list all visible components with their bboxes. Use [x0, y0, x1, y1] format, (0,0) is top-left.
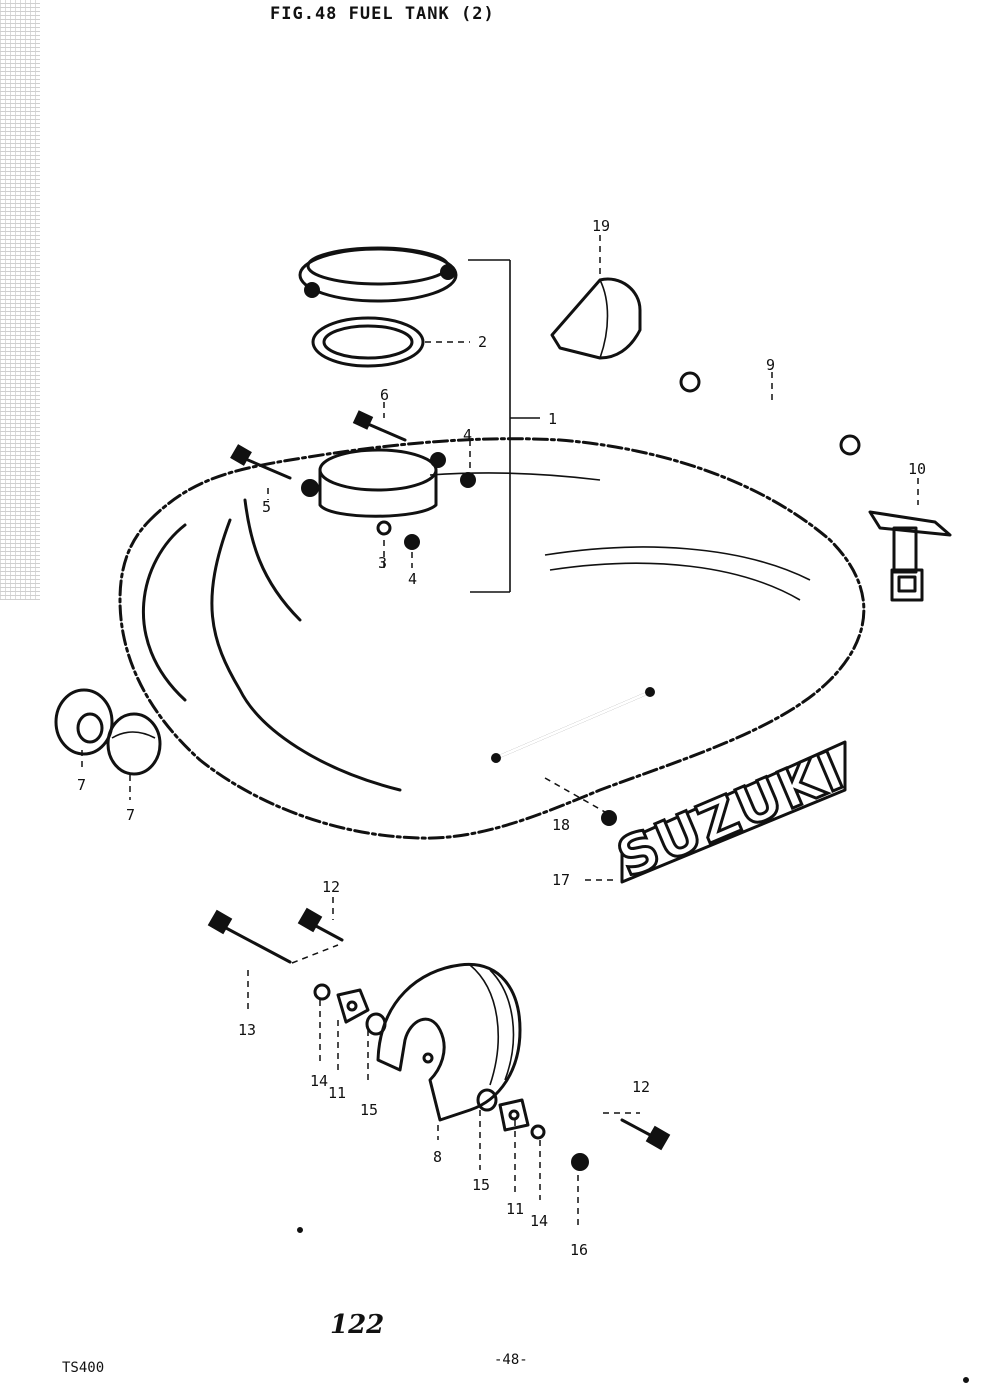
- callout-4a: 4: [463, 426, 472, 444]
- callout-14b: 14: [530, 1212, 548, 1230]
- bracket-8: [376, 962, 522, 1122]
- callout-17: 17: [552, 871, 570, 889]
- nut-16: [571, 1153, 589, 1171]
- bolt-13: [207, 909, 292, 964]
- callout-14a: 14: [310, 1072, 328, 1090]
- leader-lines: [81, 235, 919, 1225]
- callout-5: 5: [262, 498, 271, 516]
- rubber-cushion-7b: [106, 712, 162, 776]
- scan-noise: [0, 0, 40, 600]
- figure-title: FIG.48 FUEL TANK (2): [270, 4, 495, 24]
- washer-3: [376, 520, 392, 536]
- callout-16: 16: [570, 1241, 588, 1259]
- callout-labels: 1 2 3 4 4 5 6 7 7 8 9 10 11 11 12 12 13 …: [77, 217, 926, 1259]
- bracket-callout-1: [468, 259, 540, 593]
- cap-gasket: [311, 316, 425, 368]
- callout-18: 18: [552, 816, 570, 834]
- filler-cap: [298, 246, 458, 303]
- page-code: -48-: [494, 1352, 528, 1368]
- bolt-12a: [297, 907, 344, 942]
- emblem-bracket: [491, 687, 655, 763]
- nut-4b: [404, 534, 420, 550]
- screw-6: [352, 410, 407, 442]
- callout-7b: 7: [126, 806, 135, 824]
- plate-11b: [498, 1098, 530, 1132]
- callout-11b: 11: [506, 1200, 524, 1218]
- callout-7a: 7: [77, 776, 86, 794]
- callout-12b: 12: [632, 1078, 650, 1096]
- speck: [297, 1227, 303, 1233]
- callout-15a: 15: [360, 1101, 378, 1119]
- collar-15b: [476, 1088, 498, 1112]
- callout-19: 19: [592, 217, 610, 235]
- screw-18: [601, 810, 617, 826]
- rubber-strap-10: [868, 510, 952, 602]
- callout-9: 9: [766, 356, 775, 374]
- rubber-cushion-7a: [54, 688, 114, 756]
- page-number: 122: [330, 1310, 385, 1340]
- suzuki-emblem-17: SUZUKI: [607, 737, 855, 892]
- callout-11a: 11: [328, 1084, 346, 1102]
- filler-neck: [301, 448, 446, 518]
- callout-12a: 12: [322, 878, 340, 896]
- callout-10: 10: [908, 460, 926, 478]
- emblem-text: SUZUKI: [608, 738, 853, 890]
- plate-11a: [336, 988, 370, 1024]
- callout-2: 2: [478, 333, 487, 351]
- screw-5: [230, 444, 292, 480]
- washer-14b: [530, 1124, 546, 1140]
- callout-15b: 15: [472, 1176, 490, 1194]
- fuel-tank: [118, 437, 866, 840]
- nut-4a: [460, 472, 476, 488]
- washer-14a: [313, 983, 331, 1001]
- cushion-19: [550, 277, 642, 360]
- callout-4b: 4: [408, 570, 417, 588]
- callout-1: 1: [548, 410, 557, 428]
- callout-3: 3: [378, 554, 387, 572]
- speck: [963, 1377, 969, 1383]
- callout-13: 13: [238, 1021, 256, 1039]
- callout-8: 8: [433, 1148, 442, 1166]
- callout-6: 6: [380, 386, 389, 404]
- model-code: TS400: [62, 1360, 105, 1376]
- tank-strap-9: [679, 371, 861, 456]
- bolt-12b: [620, 1118, 671, 1151]
